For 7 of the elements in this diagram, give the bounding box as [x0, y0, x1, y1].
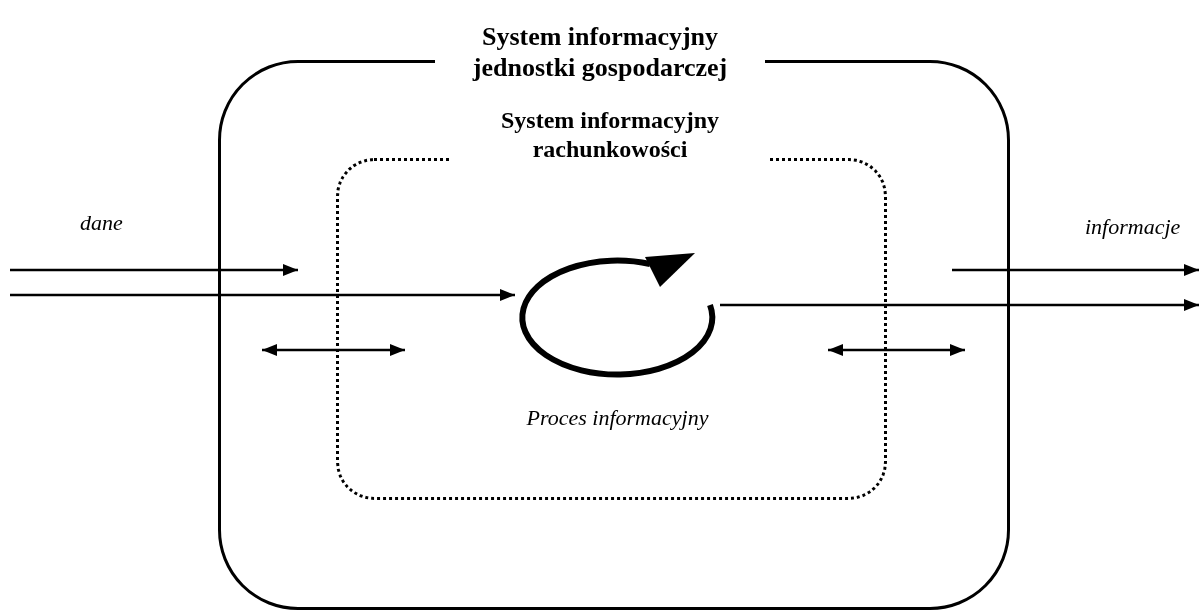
process-caption: Proces informacyjny: [525, 405, 710, 431]
double-arrow: [262, 344, 405, 356]
arrow: [10, 264, 298, 276]
arrow: [720, 299, 1199, 311]
arrow: [952, 264, 1199, 276]
arrow: [10, 289, 515, 301]
double-arrow: [828, 344, 965, 356]
